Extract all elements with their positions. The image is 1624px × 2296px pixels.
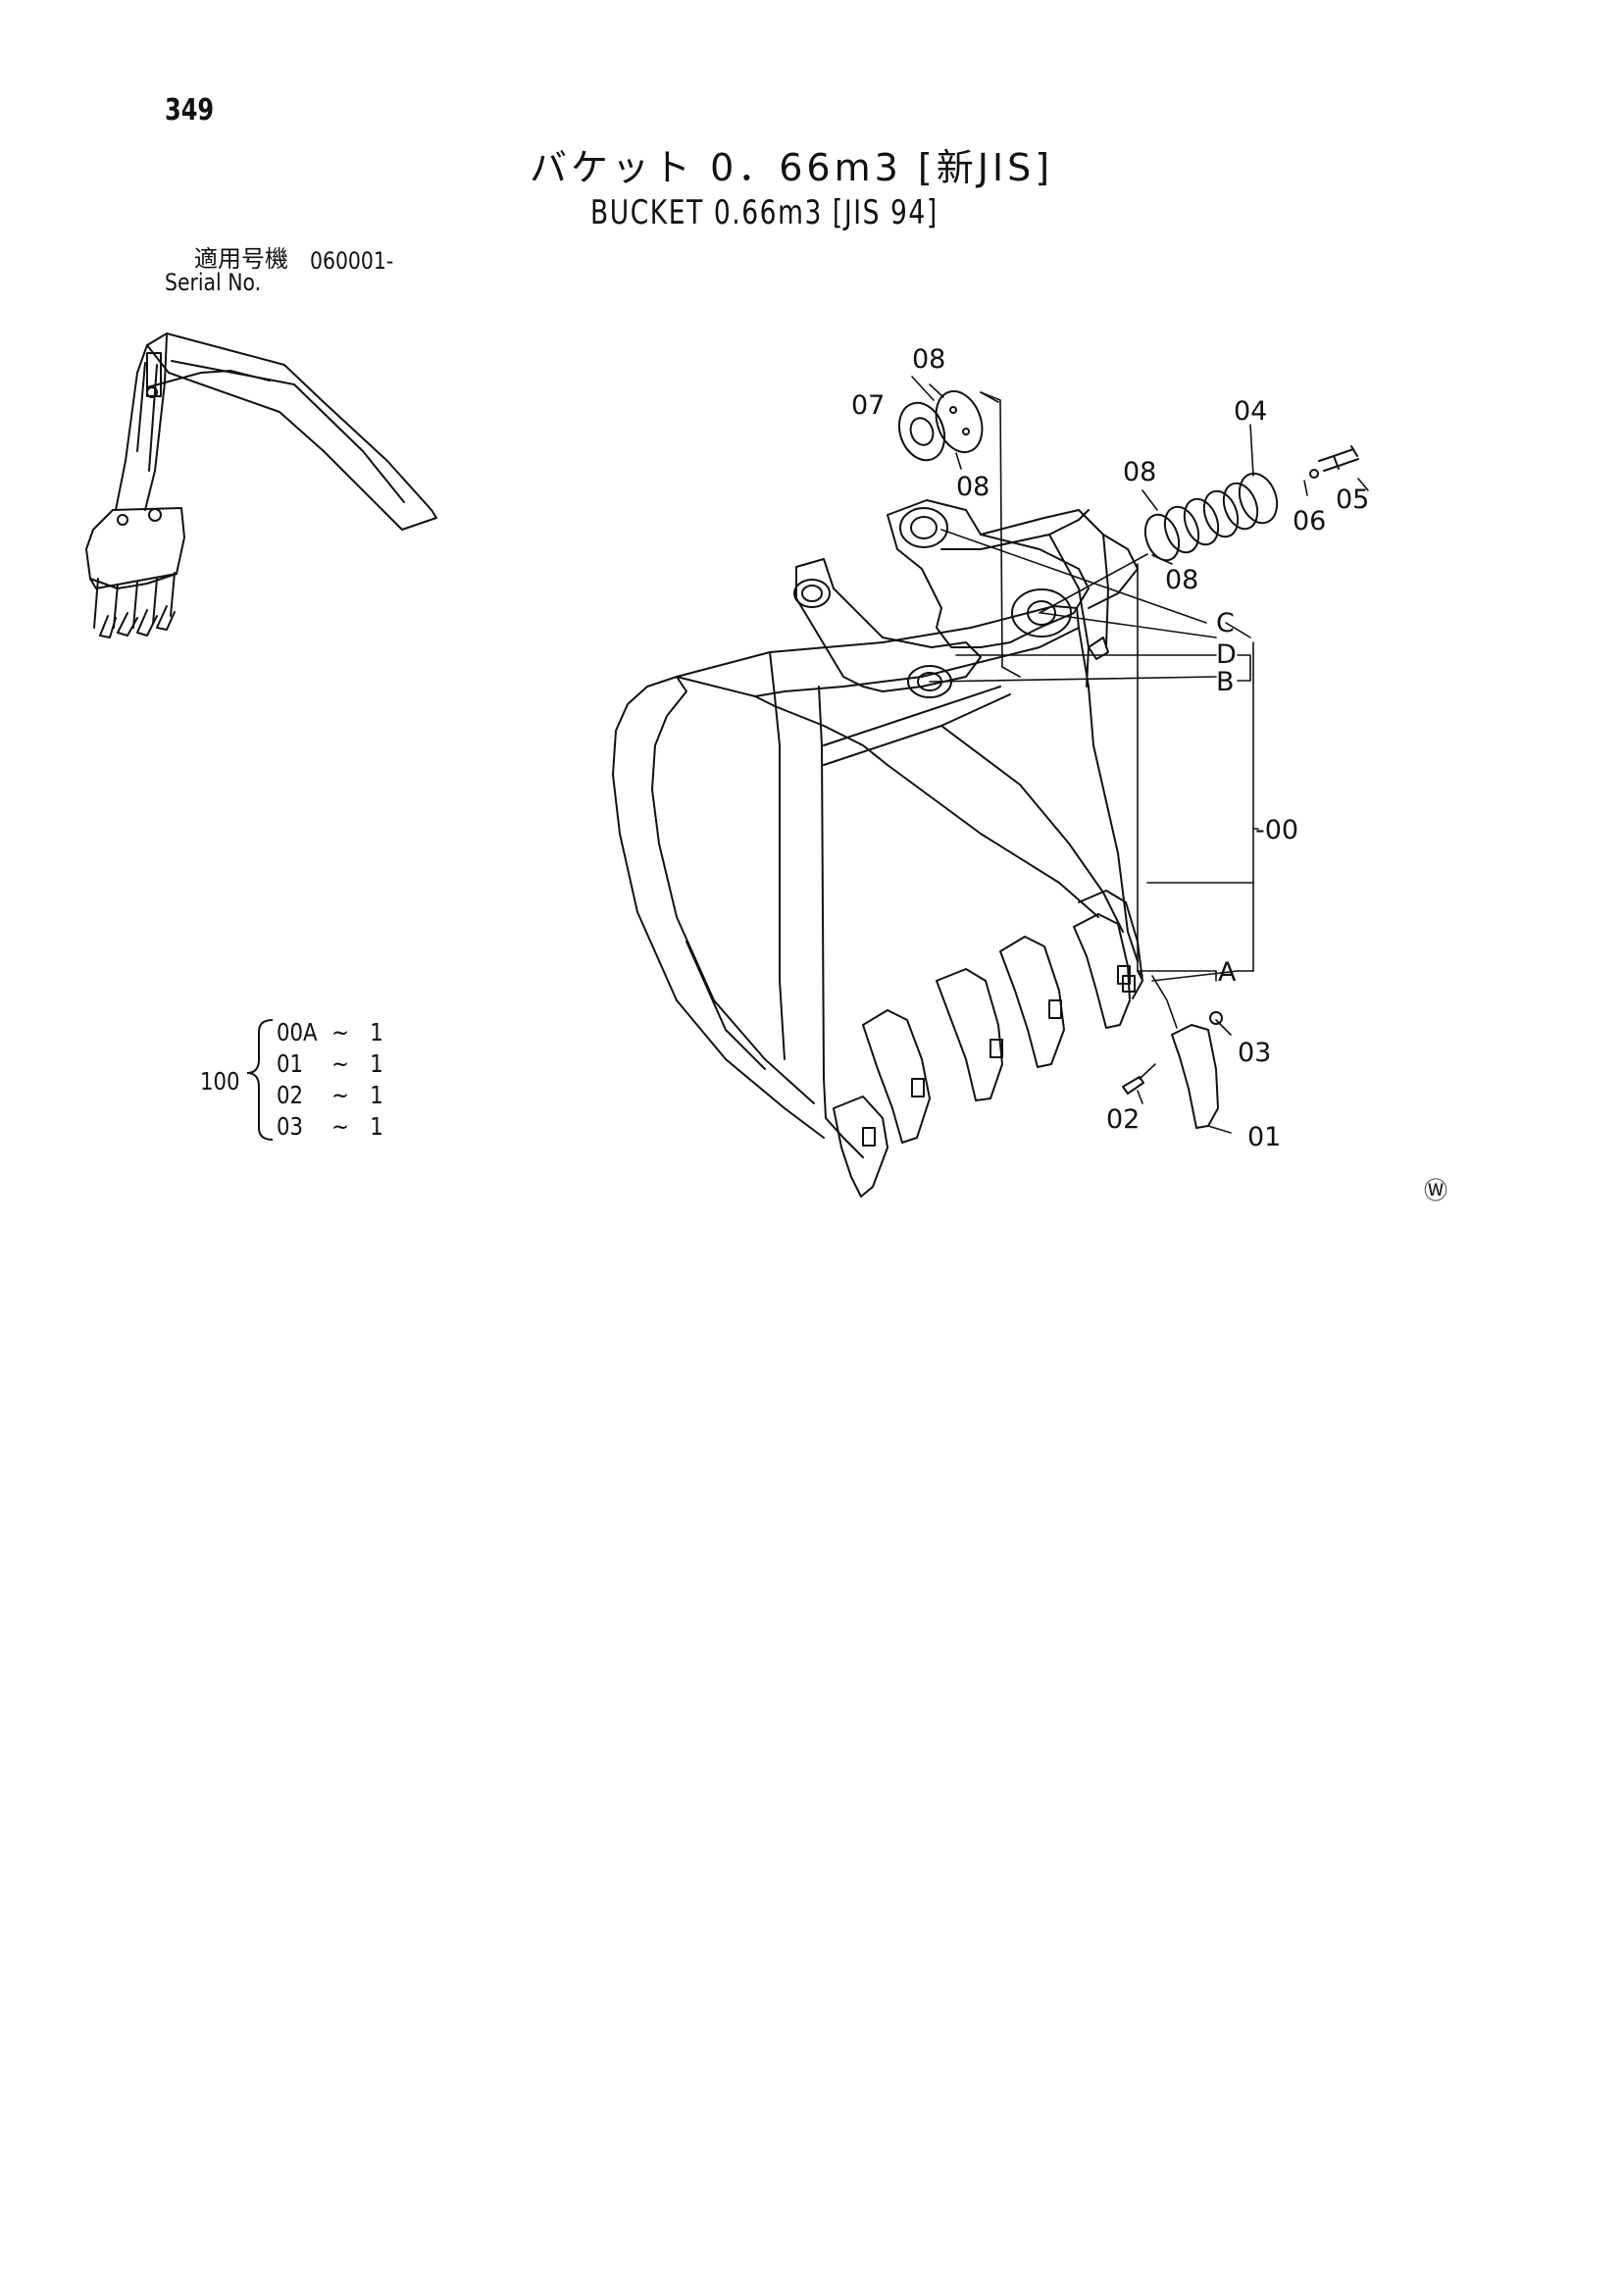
callout-00: -00: [1255, 815, 1298, 845]
assembly-item-qty: 1: [370, 1049, 383, 1078]
bucket-body: [612, 499, 1139, 1158]
callout-07: 07: [851, 390, 885, 421]
leader-lines: [911, 376, 1369, 1134]
excavator-thumbnail: [85, 332, 437, 638]
serial-number-value: 060001-: [310, 247, 394, 275]
callout-05: 05: [1336, 485, 1369, 515]
callout-C: C: [1216, 608, 1235, 638]
serial-label-japanese: 適用号機: [194, 245, 288, 273]
serial-label-english: Serial No.: [165, 269, 262, 296]
callout-06: 06: [1293, 506, 1326, 536]
assembly-item-code: 02: [277, 1081, 304, 1109]
callout-02: 02: [1106, 1104, 1140, 1135]
callout-08-top: 08: [912, 344, 945, 375]
assembly-bracket: [246, 1019, 274, 1141]
assembly-item-qty: 1: [370, 1018, 383, 1046]
callout-08-lower: 08: [956, 472, 990, 502]
assembly-item-code: 03: [277, 1112, 304, 1141]
exploded-parts: [897, 390, 1359, 562]
assembly-item-code: 01: [277, 1049, 304, 1078]
callout-03: 03: [1238, 1038, 1271, 1068]
assembly-item-tilde: ~: [331, 1049, 349, 1078]
callout-04: 04: [1234, 396, 1267, 427]
page-number: 349: [165, 93, 215, 128]
circled-w-mark: Ⓦ: [1424, 1177, 1447, 1204]
callout-D: D: [1216, 639, 1237, 670]
assembly-item-tilde: ~: [331, 1018, 349, 1046]
assembly-item-qty: 1: [370, 1081, 383, 1109]
bucket-teeth: [833, 890, 1223, 1198]
assembly-total-number: 100: [200, 1067, 240, 1096]
callout-A: A: [1218, 957, 1237, 988]
assembly-item-tilde: ~: [331, 1112, 349, 1141]
callout-01: 01: [1247, 1122, 1281, 1152]
callout-B: B: [1216, 667, 1235, 697]
title-japanese: バケット 0．66m3 [新JIS]: [530, 146, 1054, 189]
assembly-item-tilde: ~: [331, 1081, 349, 1109]
title-english: BUCKET 0.66m3 [JIS 94]: [590, 193, 939, 232]
assembly-item-qty: 1: [370, 1112, 383, 1141]
callout-08-right-bottom: 08: [1165, 565, 1198, 595]
assembly-item-code: 00A: [277, 1018, 318, 1046]
callout-08-right-top: 08: [1123, 457, 1156, 487]
